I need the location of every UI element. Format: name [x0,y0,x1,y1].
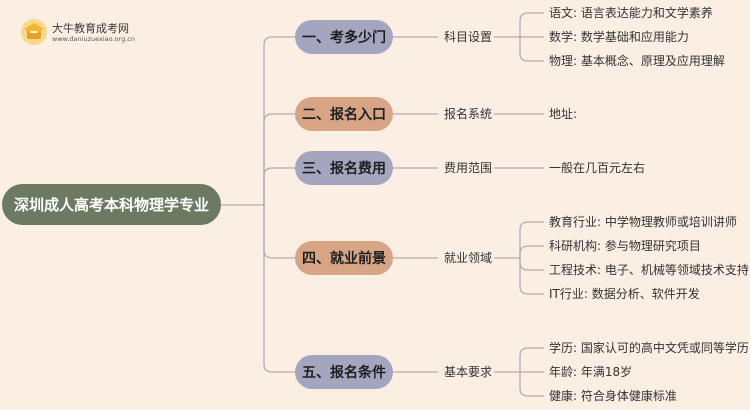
connector-branch-5 [263,205,295,373]
leaf-address: 地址: [549,107,578,121]
logo-name: 大牛教育成考网 [52,22,129,35]
connector-leaf-4-1 [519,221,544,258]
branch-node-exam-subjects: 一、考多少门 [295,20,393,54]
branch-node-registration-fee: 三、报名费用 [295,151,393,185]
connector-leaf-4-4 [519,258,544,295]
root-node: 深圳成人高考本科物理学专业 [2,184,221,225]
leaf-research-institutes: 科研机构: 参与物理研究项目 [549,239,701,253]
leaf-physics: 物理: 基本概念、原理及应用理解 [549,54,725,68]
connector-leaf-1-1 [519,12,544,37]
leaf-engineering-tech: 工程技术: 电子、机械等领域技术支持 [549,263,749,277]
sub-node-fee-range: 费用范围 [444,161,493,175]
sub-node-registration-system: 报名系统 [444,107,493,121]
leaf-age: 年龄: 年满18岁 [549,365,633,379]
logo-url: www.daniuzuexiao.org.cn [52,35,135,43]
leaf-chinese: 语文: 语言表达能力和文学素养 [549,6,713,20]
sub-node-career-fields: 就业领域 [444,251,493,265]
leaf-it-industry: IT行业: 数据分析、软件开发 [549,287,700,301]
connector-leaf-5-1 [519,347,544,372]
branch-node-career-prospects: 四、就业前景 [295,241,393,275]
branch-node-registration-requirements: 五、报名条件 [295,355,393,389]
leaf-math: 数学: 数学基础和应用能力 [549,30,689,44]
connector-leaf-5-3 [519,372,544,397]
connector-branch-2 [263,113,295,205]
connector-leaf-4-3 [519,258,544,271]
connector-branch-4 [263,205,295,259]
leaf-fee-amount: 一般在几百元左右 [549,161,646,175]
leaf-education-level: 学历: 国家认可的高中文凭或同等学历 [549,341,749,355]
sub-node-subjects: 科目设置 [444,30,493,44]
connector-branch-1 [263,36,295,205]
connector-branch-3 [263,167,295,205]
sub-node-basic-requirements: 基本要求 [444,365,493,379]
leaf-health: 健康: 符合身体健康标准 [549,389,677,403]
graduation-cap-icon [21,19,47,45]
connector-leaf-4-2 [519,245,544,258]
leaf-education-industry: 教育行业: 中学物理教师或培训讲师 [549,215,737,229]
branch-node-registration-entry: 二、报名入口 [295,97,393,131]
site-logo[interactable]: 大牛教育成考网 www.daniuzuexiao.org.cn [20,18,135,48]
connector-leaf-1-3 [519,37,544,62]
